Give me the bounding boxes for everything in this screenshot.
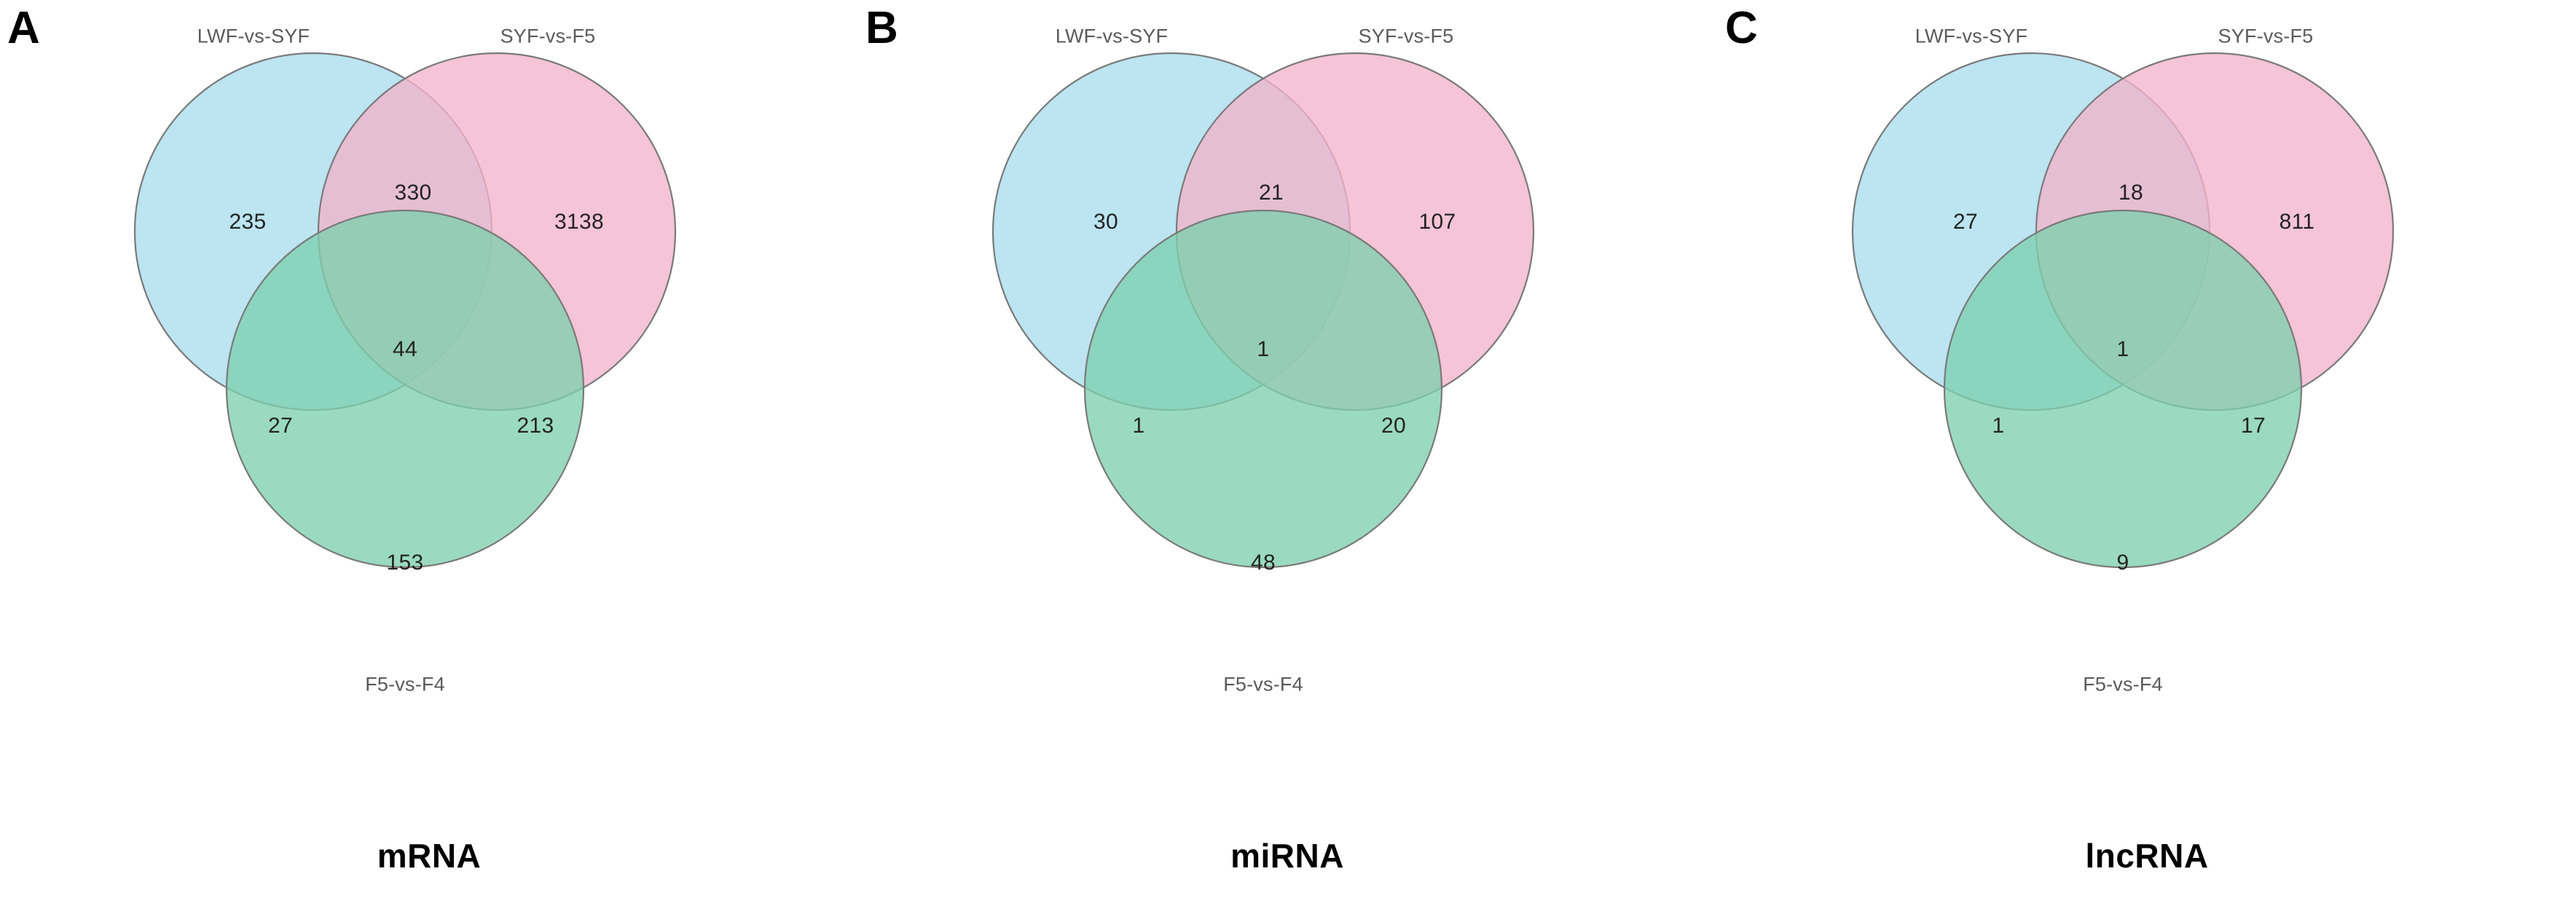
count-a-and-b-a: 330 xyxy=(394,181,432,205)
count-a-and-c-b: 1 xyxy=(1132,414,1145,438)
venn-circles-b xyxy=(991,52,1535,569)
count-only-a-a: 235 xyxy=(229,210,267,234)
panel-letter-b: B xyxy=(865,3,898,53)
count-a-and-c-a: 27 xyxy=(268,414,293,438)
count-b-and-c-b: 20 xyxy=(1381,414,1406,438)
set-label-top-right-a: SYF-vs-F5 xyxy=(500,25,596,47)
venn-circle-set-c xyxy=(225,209,585,569)
set-label-bottom-c: F5-vs-F4 xyxy=(2083,673,2163,696)
count-a-and-c-c: 1 xyxy=(1992,414,2005,438)
count-only-a-c: 27 xyxy=(1953,210,1978,234)
count-a-and-b-b: 21 xyxy=(1259,181,1284,205)
venn-diagram-a: LWF-vs-SYF SYF-vs-F5 F5-vs-F4 235 3138 1… xyxy=(0,0,858,772)
count-b-and-c-c: 17 xyxy=(2241,414,2266,438)
set-label-top-right-c: SYF-vs-F5 xyxy=(2218,25,2314,47)
panel-c: C LWF-vs-SYF SYF-vs-F5 F5-vs-F4 27 811 9… xyxy=(1718,0,2576,906)
venn-circle-set-c xyxy=(1943,209,2303,569)
count-a-and-b-c: 18 xyxy=(2118,181,2143,205)
set-label-top-left-c: LWF-vs-SYF xyxy=(1915,25,2028,47)
count-only-b-a: 3138 xyxy=(554,210,604,234)
panel-title-b: miRNA xyxy=(1230,837,1344,875)
panel-letter-c: C xyxy=(1725,3,1758,53)
set-label-top-left-b: LWF-vs-SYF xyxy=(1055,25,1169,47)
count-only-c-a: 153 xyxy=(386,551,424,575)
venn-circles-c xyxy=(1851,52,2395,569)
count-only-b-b: 107 xyxy=(1418,210,1456,234)
venn-diagram-b: LWF-vs-SYF SYF-vs-F5 F5-vs-F4 30 107 48 … xyxy=(858,0,1716,772)
panel-a: A LWF-vs-SYF SYF-vs-F5 F5-vs-F4 235 3138… xyxy=(0,0,858,906)
count-a-b-c-c: 1 xyxy=(2116,337,2129,361)
count-only-b-c: 811 xyxy=(2279,210,2315,234)
count-b-and-c-a: 213 xyxy=(517,414,554,438)
venn-diagram-c: LWF-vs-SYF SYF-vs-F5 F5-vs-F4 27 811 9 1… xyxy=(1718,0,2576,772)
count-a-b-c-b: 1 xyxy=(1257,337,1270,361)
count-only-a-b: 30 xyxy=(1093,210,1118,234)
set-label-bottom-b: F5-vs-F4 xyxy=(1223,673,1303,696)
set-label-top-right-b: SYF-vs-F5 xyxy=(1358,25,1454,47)
venn-circle-set-c xyxy=(1083,209,1443,569)
count-a-b-c-a: 44 xyxy=(393,337,417,361)
panel-title-a: mRNA xyxy=(377,837,482,875)
panel-letter-a: A xyxy=(7,3,40,53)
venn-circles-a xyxy=(133,52,677,569)
count-only-c-b: 48 xyxy=(1251,551,1276,575)
set-label-top-left-a: LWF-vs-SYF xyxy=(197,25,310,47)
set-label-bottom-a: F5-vs-F4 xyxy=(365,673,445,696)
panel-b: B LWF-vs-SYF SYF-vs-F5 F5-vs-F4 30 107 4… xyxy=(858,0,1716,906)
panel-title-c: lncRNA xyxy=(2085,837,2209,875)
count-only-c-c: 9 xyxy=(2116,551,2129,575)
